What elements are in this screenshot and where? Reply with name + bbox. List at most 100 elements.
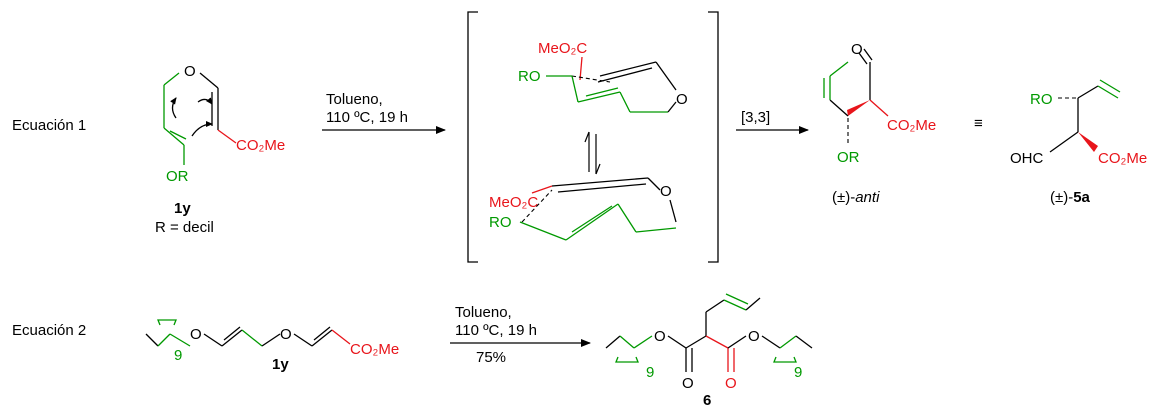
ts-top-ester: MeO₂C [538,40,587,57]
ts-bottom-boat: MeO₂C O RO [489,177,677,241]
p6-alkene [725,293,749,305]
eq2-arrow-conditions: 110 ºC, 19 h [455,322,537,339]
chain-bond [169,333,191,347]
chain-bond [261,333,281,347]
chain-bond [313,326,331,341]
ts-bond [531,185,553,194]
ts-top-chair: MeO₂C RO O [518,40,688,113]
anti-wedge-bond [847,100,870,116]
ts-bond [655,61,677,91]
eq1-label: Ecuación 1 [12,117,86,134]
arrow2-label: [3,3] [741,109,770,126]
anti-label-italic: anti [855,189,880,206]
anti-ester: CO₂Me [887,117,936,134]
5a-vinyl [1099,79,1121,93]
product-6: 9 O O O O 9 6 [605,293,813,409]
curly-arrow [197,97,213,105]
ts-bond [519,221,567,241]
ts-bond [635,227,677,233]
p6-bond [685,335,707,349]
ts-bond [579,56,583,81]
p6-code: 6 [703,392,711,409]
p6-bond [795,335,813,349]
5a-aldehyde: OHC [1010,150,1044,167]
anti-label: (±)-anti [832,189,880,206]
chain-bond [331,329,351,345]
equivalence-sign: ≡ [974,115,983,132]
sm-bond [199,72,219,89]
ts-forming-bond [521,189,553,223]
eq2-label: Ecuación 2 [12,322,86,339]
ts-bond [571,205,613,233]
sm-bond [169,130,187,140]
anti-bond [863,48,873,61]
sm-bond [217,129,237,144]
ts-bond [669,199,677,223]
bracket-right [708,11,719,263]
ts-top-alkoxy: RO [518,68,541,85]
anti-bond [829,99,849,117]
p6-bond [619,335,635,349]
ts-bottom-ester: MeO₂C [489,194,538,211]
p6-bond [633,335,653,349]
ts-bond [551,177,649,187]
chain-bond [241,329,263,347]
eq2-sm-o1: O [190,326,202,343]
ts-bond [647,177,661,191]
ts-bond [597,67,653,83]
eq2-sm-o2: O [280,326,292,343]
5a-vinyl [1097,85,1119,99]
p6-bond [705,299,725,313]
sm-bond [163,72,180,86]
5a-wedge-bond [1078,132,1098,152]
eq1-arrow-1: Tolueno, 110 ºC, 19 h [322,91,446,134]
p6-o-left: O [654,328,666,345]
curly-arrow [191,121,213,137]
eq2-sm-sub9: 9 [174,347,182,364]
ts-bond [571,75,579,103]
ts-bottom-oxygen: O [660,183,672,200]
chain-bond [311,329,333,347]
p6-carbonyl-o-left: O [682,375,694,392]
curly-arrow [170,97,177,119]
5a-bond [1077,85,1099,99]
sm-ring-oxygen: O [184,63,196,80]
arrow1-conditions: 110 ºC, 19 h [326,109,408,126]
decyl-bracket [157,319,177,326]
chain-bond [157,333,171,347]
chain-bond [223,326,241,341]
5a-label: (±)-5a [1050,189,1091,206]
5a-bond [1049,131,1079,153]
p6-decyl-bracket-left [615,356,639,363]
chain-bond [221,329,243,347]
p6-decyl-bracket-right [773,356,797,363]
5a-ester: CO₂Me [1098,150,1147,167]
anti-vinyl [829,61,849,77]
equilibrium-arrow-head [584,131,590,143]
5a-alkoxy: RO [1030,91,1053,108]
eq1-starting-material: O CO₂Me OR 1y R = decil [155,63,285,236]
p6-bond [667,335,687,349]
sm-alkoxy: OR [166,168,189,185]
arrow1-solvent: Tolueno, [326,91,383,108]
ts-bond [565,203,619,241]
ts-bond [667,101,677,113]
anti-bond [869,99,889,117]
eq1-arrow-2: [3,3] [736,109,809,134]
p6-bond [779,335,797,349]
p6-bond [727,335,747,349]
product-5a: RO OHC CO₂Me (±)-5a [1010,79,1147,206]
eq2-starting-material: 9 O O CO₂Me 1y [145,319,399,373]
p6-bond [761,335,781,349]
ts-bond [577,91,621,103]
ts-top-oxygen: O [676,91,688,108]
bracket-left [467,11,478,263]
chain-bond [293,333,313,347]
ts-bond [619,91,631,113]
equilibrium-arrows [584,131,601,175]
ts-bond [617,203,637,233]
ts-bottom-alkoxy: RO [489,214,512,231]
eq2-arrow: Tolueno, 110 ºC, 19 h 75% [450,304,591,366]
